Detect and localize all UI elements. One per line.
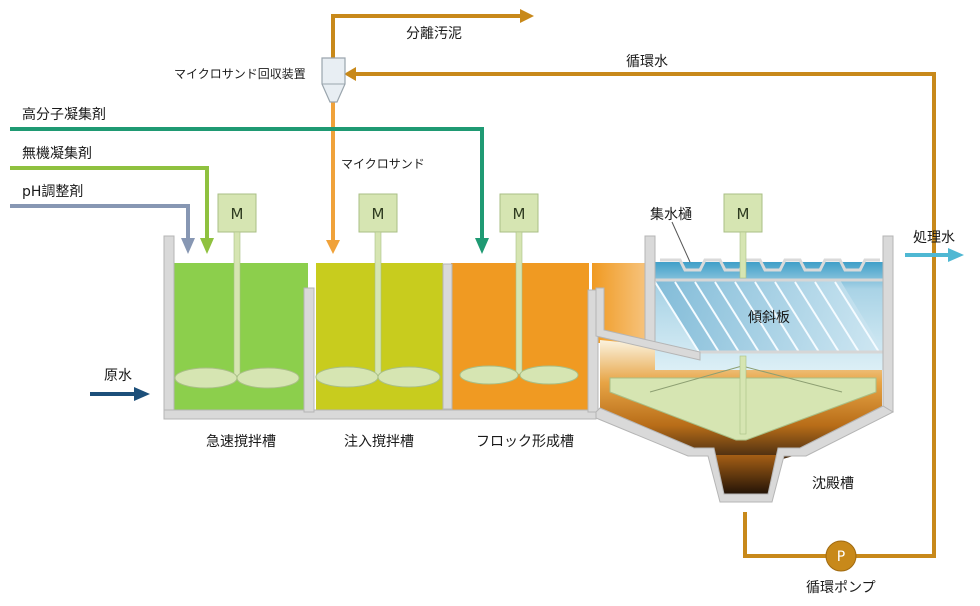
pump-discharge-line <box>350 72 936 558</box>
treated-water-arrowhead <box>948 248 964 262</box>
impeller-left <box>459 365 519 385</box>
label-collector-trough: 集水樋 <box>650 206 692 223</box>
motor-icon <box>217 193 257 233</box>
polymer-arrowhead <box>475 238 489 254</box>
motor-symbol: M <box>513 205 526 223</box>
raw-water-arrowhead <box>134 387 150 401</box>
label-settling-tank: 沈殿槽 <box>812 476 854 492</box>
label-treated-water: 処理水 <box>913 230 955 246</box>
settling-outer-wall <box>595 405 895 503</box>
impeller-right <box>519 365 579 385</box>
motor-symbol: M <box>231 205 244 223</box>
circulating-arrowhead <box>344 67 356 81</box>
motor-symbol: M <box>737 205 750 223</box>
scraper-guides <box>649 365 843 393</box>
mixer-settling: M <box>723 193 763 435</box>
label-circulating-water: 循環水 <box>626 54 668 70</box>
scraper-shaft-lower <box>739 355 747 435</box>
ph-line <box>10 204 190 238</box>
microsand-recovery-unit <box>321 57 346 103</box>
motor-symbol: M <box>372 205 385 223</box>
separated-sludge-line <box>331 14 522 58</box>
collector-troughs <box>660 258 880 272</box>
label-polymer-coagulant: 高分子凝集剤 <box>22 106 106 123</box>
pump-symbol: P <box>837 549 845 565</box>
mixer-rapid: M <box>174 193 300 389</box>
settling-divider-wall <box>595 287 701 361</box>
scraper-shaft <box>739 231 747 279</box>
mixer-shaft <box>374 231 382 377</box>
inorganic-line <box>10 166 209 238</box>
separated-sludge-arrowhead <box>520 9 534 23</box>
label-floc-tank: フロック形成槽 <box>476 434 574 450</box>
inclined-plate-lines <box>654 281 880 353</box>
impeller-right <box>236 367 300 389</box>
tank-walls <box>163 235 894 420</box>
polymer-line <box>10 127 484 238</box>
label-separated-sludge: 分離汚泥 <box>406 25 462 42</box>
rapid-mixing-liquid <box>174 263 308 410</box>
label-inorganic-coagulant: 無機凝集剤 <box>22 145 92 162</box>
mixer-shaft <box>233 231 241 377</box>
label-circulation-pump: 循環ポンプ <box>806 580 876 596</box>
mixer-injection: M <box>315 193 441 388</box>
motor-icon <box>499 193 539 233</box>
label-microsand-recovery: マイクロサンド回収装置 <box>174 67 306 81</box>
impeller-right <box>377 366 441 388</box>
settling-hopper-liquid <box>712 455 778 494</box>
label-inclined-plate: 傾斜板 <box>748 310 790 326</box>
circulation-pump-icon <box>825 540 857 572</box>
microsand-arrowhead <box>326 240 340 254</box>
motor-icon <box>358 193 398 233</box>
ph-arrowhead <box>181 238 195 254</box>
inorganic-arrowhead <box>200 238 214 254</box>
label-rapid-mixing-tank: 急速撹拌槽 <box>206 434 276 450</box>
mixer-floc: M <box>459 193 579 385</box>
circulating-water-line <box>743 512 826 558</box>
collector-pointer <box>671 221 691 263</box>
label-ph-adjuster: pH調整剤 <box>22 184 83 200</box>
label-microsand: マイクロサンド <box>341 157 425 171</box>
impeller-left <box>315 366 379 388</box>
label-raw-water: 原水 <box>104 368 132 384</box>
label-injection-mixing-tank: 注入撹拌槽 <box>344 434 414 450</box>
impeller-left <box>174 367 238 389</box>
mixer-shaft <box>515 231 523 375</box>
